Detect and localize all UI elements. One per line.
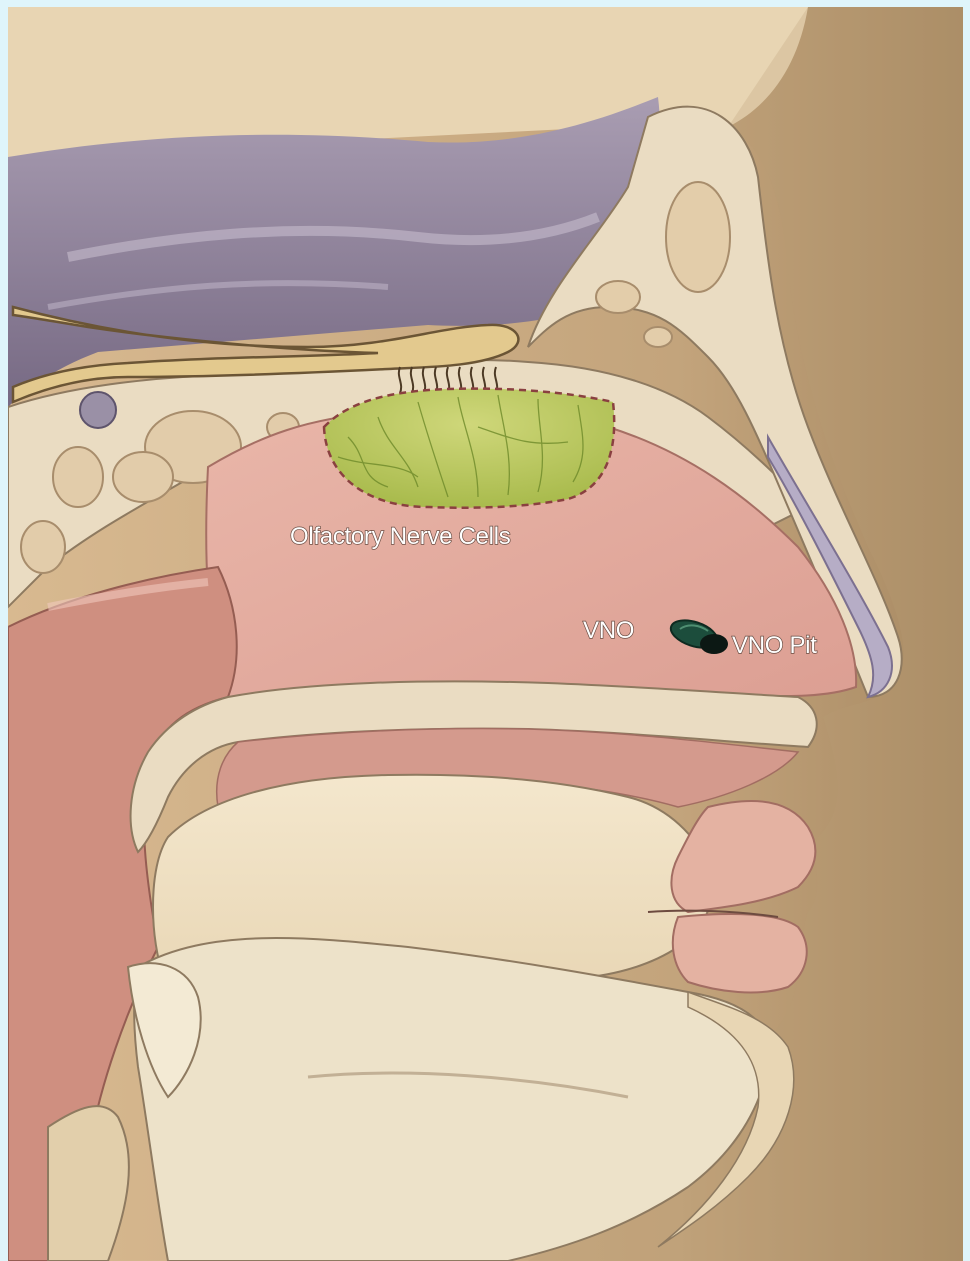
nasal-cavity-illustration: Olfactory Nerve Cells VNO VNO Pit [8, 7, 963, 1261]
vno-label: VNO [583, 617, 634, 644]
pituitary [80, 392, 116, 428]
olfactory-label: Olfactory Nerve Cells [290, 523, 511, 550]
anatomy-illustration-frame: Olfactory Nerve Cells VNO VNO Pit [8, 7, 963, 1261]
vno-pit-label: VNO Pit [732, 632, 817, 659]
lower-lip [673, 914, 807, 992]
olfactory-epithelium [324, 389, 614, 508]
